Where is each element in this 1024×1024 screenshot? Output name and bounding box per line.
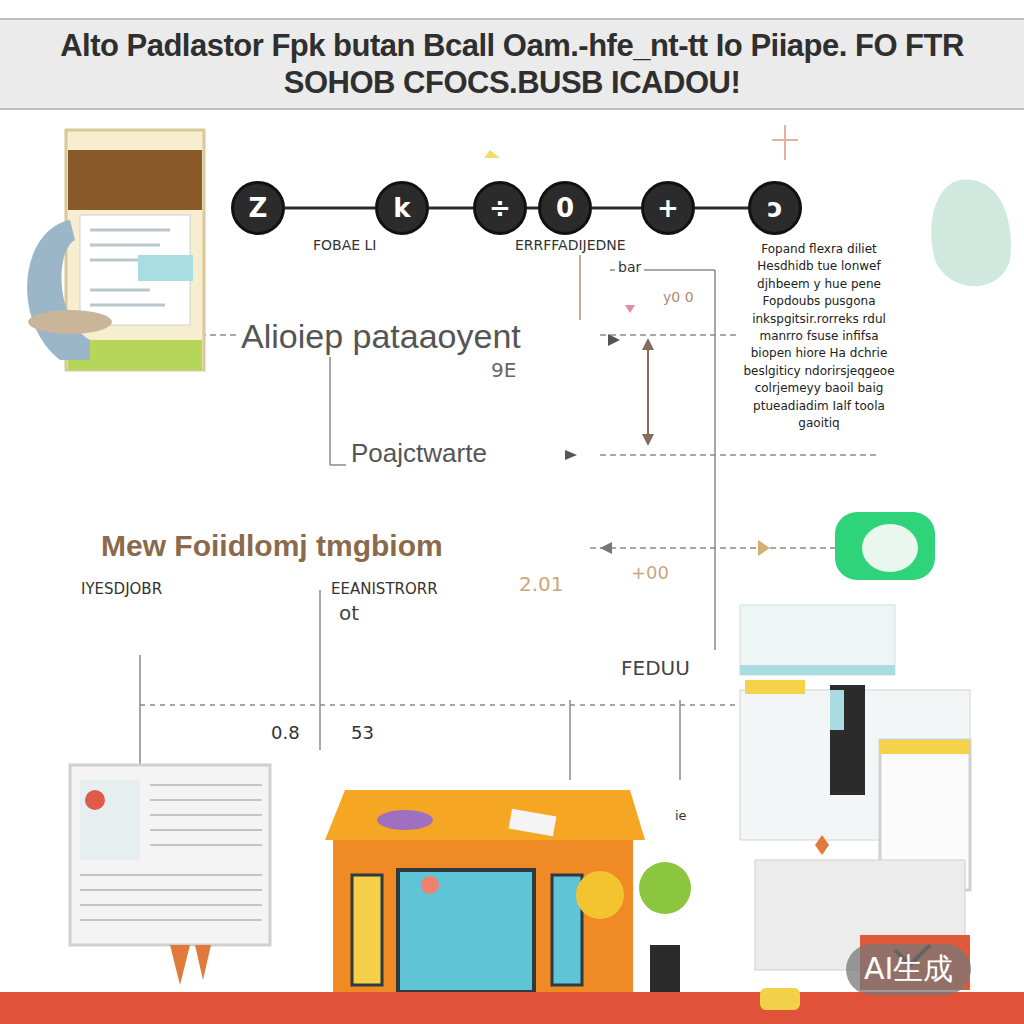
step-circle: ÷ — [473, 181, 527, 235]
diagram-label: IYESDJOBR — [78, 580, 165, 599]
step-symbol: Z — [249, 193, 268, 223]
step-symbol: + — [657, 193, 679, 223]
watermark: AI生成 — [846, 944, 971, 995]
diagram-label: +00 — [628, 562, 672, 585]
diagram-label: ERRFFADIJEDNE — [512, 236, 629, 254]
diagram-label: ot — [336, 601, 362, 626]
diagram-label: 2.01 — [516, 572, 567, 597]
title: Alto Padlastor Fpk butan Bcall Oam.-hfe_… — [32, 27, 992, 101]
shop-illustration — [325, 790, 691, 992]
diagram-label: 53 — [348, 722, 377, 745]
diagram-label: bar — [615, 258, 644, 276]
diagram-label: 0.8 — [268, 722, 303, 745]
diagram-label: FOBAE LI — [310, 236, 379, 254]
diagram-label: EEANISTRORR — [328, 580, 441, 599]
step-symbol: k — [393, 193, 410, 223]
diagram-label: y0 0 — [660, 288, 697, 306]
panel-stack-illustration — [740, 605, 970, 990]
step-circle: + — [641, 181, 695, 235]
diagram-label: Poajctwarte — [348, 438, 490, 470]
step-symbol: ÷ — [489, 193, 511, 223]
diagram-label: Alioiep pataaoyent — [238, 316, 524, 357]
step-circle: Z — [231, 181, 285, 235]
step-symbol: ɔ — [767, 193, 782, 223]
step-circle: k — [375, 181, 429, 235]
note-paragraph: Fopand flexra diliet Hesdhidb tue lonwef… — [736, 240, 902, 433]
step-circle: 0 — [538, 181, 592, 235]
floor-bar — [0, 992, 1024, 1024]
diagram-label: FEDUU — [618, 656, 693, 681]
diagram-label: ie — [672, 808, 690, 825]
title-band: Alto Padlastor Fpk butan Bcall Oam.-hfe_… — [0, 18, 1024, 110]
chain-connector — [592, 207, 641, 210]
step-circle: ɔ — [748, 181, 802, 235]
chain-connector — [285, 207, 375, 210]
chain-connector — [695, 207, 748, 210]
diagram-label: Mew Foiidlomj tmgbiom — [98, 528, 446, 565]
document-illustration — [70, 765, 270, 985]
chain-connector — [527, 207, 538, 210]
chain-connector — [429, 207, 473, 210]
diagram-label: 9E — [488, 358, 519, 383]
monitor-illustration — [27, 130, 204, 370]
step-symbol: 0 — [556, 193, 574, 223]
